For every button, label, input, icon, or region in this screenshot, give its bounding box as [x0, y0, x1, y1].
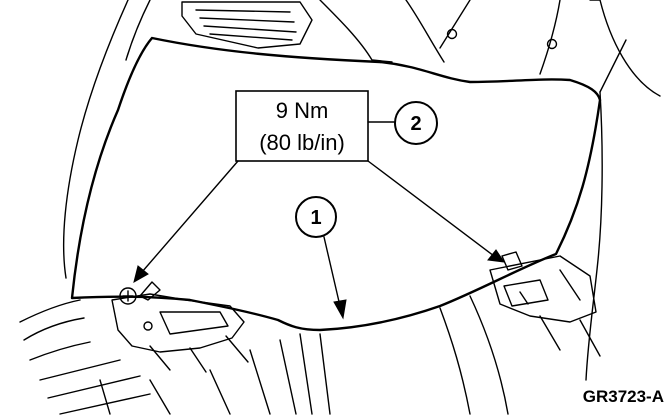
torque-value-lbin: (80 lb/in) [259, 130, 345, 155]
upper-body-structure [62, 0, 661, 381]
callout-2-label: 2 [410, 113, 421, 135]
arrow-right-fastener-head [487, 249, 506, 263]
callout-2: 2 [394, 101, 438, 145]
bracket-detail [149, 311, 249, 373]
arrow-panel-shaft [323, 236, 341, 307]
trim-panel-outline [70, 36, 602, 332]
arrow-left-fastener-head [133, 265, 149, 284]
callout-1: 1 [295, 196, 337, 238]
vent-slats [195, 9, 297, 41]
arrow-panel-head [333, 299, 347, 320]
arrow-left-fastener-shaft [141, 160, 239, 273]
vent-outline [181, 1, 313, 49]
callout-1-circle [295, 196, 337, 238]
body-contour-left-inner [125, 0, 151, 61]
torque-box [235, 90, 369, 162]
bolt-head [119, 287, 137, 305]
small-fastener [143, 321, 153, 331]
clip-tab [139, 281, 161, 301]
callout-2-circle [394, 101, 438, 145]
bolt-head-detail [122, 290, 134, 302]
right-bracket [489, 255, 597, 323]
body-contour-far-right [585, 91, 603, 381]
mount-hole-2 [546, 38, 558, 50]
body-contour-left [62, 0, 129, 279]
center-pillar [299, 333, 331, 415]
body-contour-top [319, 0, 393, 63]
right-bracket-detail [503, 269, 601, 357]
torque-callout: 9 Nm (80 lb/in) [235, 90, 369, 162]
lower-left-bracket [111, 293, 245, 353]
arrow-right-fastener-shaft [367, 160, 495, 257]
right-fastener [501, 251, 523, 271]
lower-right-assembly [299, 251, 601, 415]
lower-right-frame [439, 295, 509, 415]
lower-structure [99, 339, 297, 415]
lower-left-frame [19, 299, 151, 415]
lower-left-assembly [19, 281, 297, 415]
mount-hole-1 [446, 28, 458, 40]
pillar-diagonal [439, 0, 627, 93]
figure-id: GR3723-A [583, 387, 664, 406]
callout-1-label: 1 [310, 207, 321, 229]
torque-value-nm: 9 Nm [276, 98, 329, 123]
